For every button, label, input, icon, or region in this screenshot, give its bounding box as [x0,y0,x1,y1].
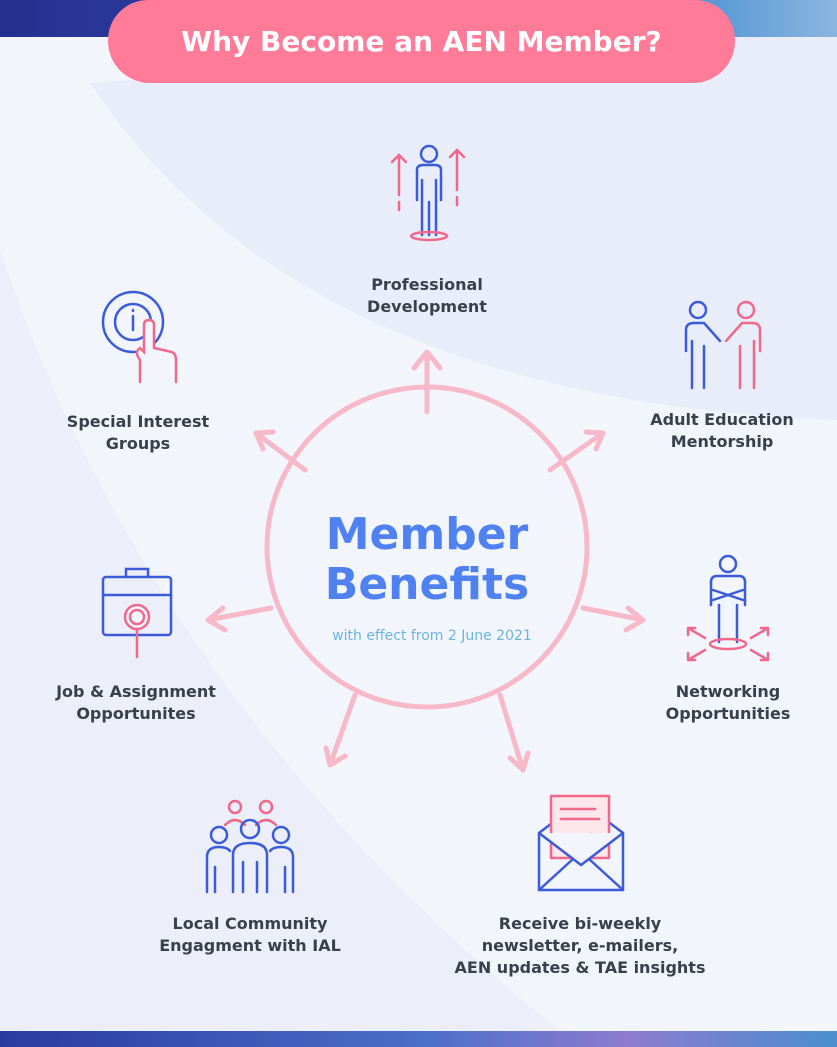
network-person-icon [686,554,770,662]
arrow-down-left [323,692,358,768]
center-title-line2: Benefits [324,559,530,610]
label-line: Networking [675,682,781,701]
community-group-icon [205,799,295,894]
center-subtitle: with effect from 2 June 2021 [332,628,532,644]
arrow-up-right [547,429,606,473]
arrow-left [205,605,274,633]
info-touch-icon [101,290,178,384]
handshake-icon [684,300,762,390]
person-growth-icon [390,144,466,242]
center-title-line1: Member [325,509,529,560]
label-line: Engagment with IAL [159,936,341,955]
arrow-down-right [497,692,531,773]
label-line: Local Community [172,914,328,933]
label-line: Groups [105,434,171,453]
arrow-up [411,349,443,415]
arrow-up-left [253,429,308,473]
arrow-right [580,605,646,633]
label-line: newsletter, e-mailers, [481,936,679,955]
label-line: Opportunites [76,704,196,723]
label-line: AEN updates & TAE insights [454,958,706,977]
label-line: Receive bi-weekly [498,914,662,933]
briefcase-search-icon [101,567,173,659]
label-line: Development [367,297,487,316]
label-line: Adult Education [650,410,794,429]
label-line: Special Interest [66,412,210,431]
label-line: Mentorship [670,432,774,451]
label-line: Opportunities [665,704,791,723]
page-title-text: Why Become an AEN Member? [181,25,662,58]
label-line: Job & Assignment [56,682,216,701]
benefit-newsletter: Receive bi-weekly newsletter, e-mailers, A… [455,913,706,979]
envelope-letter-icon [537,794,625,892]
page-title: Why Become an AEN Member? [108,0,735,83]
label-line: Professional [371,275,483,294]
bottom-band [0,1031,837,1047]
